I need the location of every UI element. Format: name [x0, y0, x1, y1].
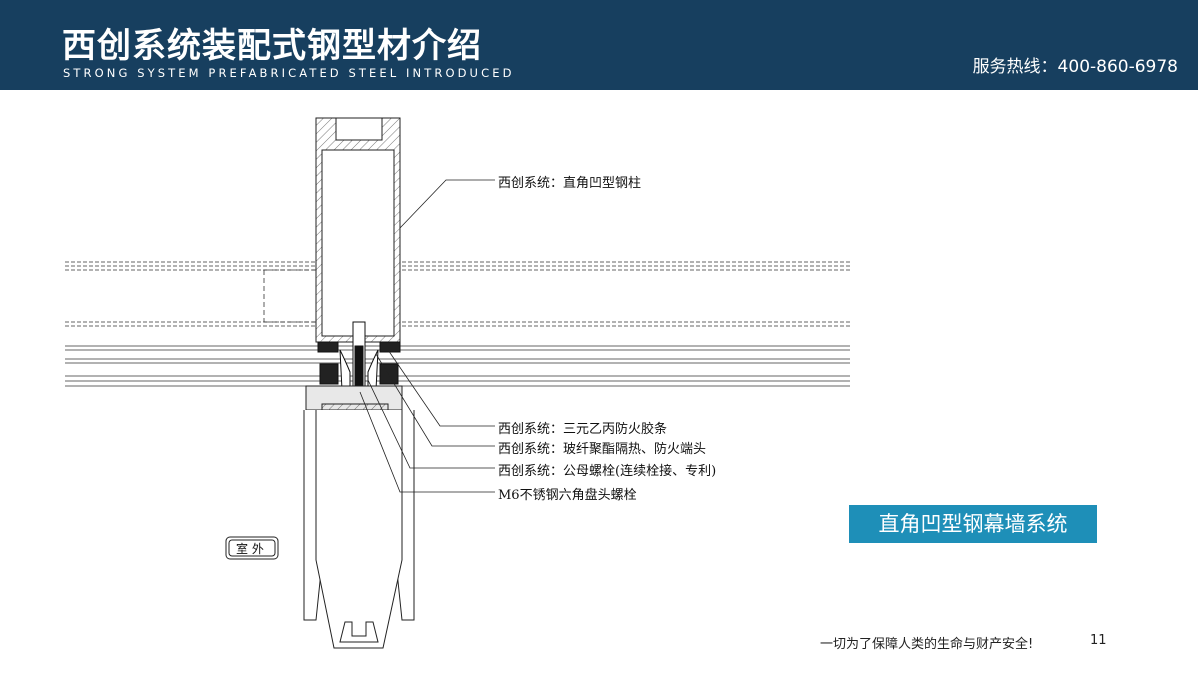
page-number: 11 — [1090, 633, 1107, 648]
footer-slogan: 一切为了保障人类的生命与财产安全! — [820, 637, 1034, 652]
label-column: 西创系统：直角凹型钢柱 — [498, 176, 642, 191]
label-m6-bolt: M6不锈钢六角盘头螺栓 — [498, 488, 637, 503]
steel-column — [315, 117, 401, 343]
cad-section-drawing — [65, 117, 850, 649]
horizontal-panel-lines — [65, 261, 850, 387]
mullion-profile — [303, 385, 415, 649]
system-name-badge: 直角凹型钢幕墙系统 — [849, 505, 1097, 543]
dashed-bracket — [263, 269, 316, 323]
page-subtitle: STRONG SYSTEM PREFABRICATED STEEL INTROD… — [63, 66, 515, 80]
page-title: 西创系统装配式钢型材介绍 — [62, 26, 482, 66]
connection-detail — [317, 321, 401, 393]
outdoor-tag: 室 外 — [236, 542, 264, 556]
label-gasket: 西创系统：三元乙丙防火胶条 — [498, 422, 668, 437]
label-fiberglass: 西创系统：玻纤聚酯隔热、防火端头 — [498, 442, 707, 457]
label-bolt: 西创系统：公母螺栓(连续栓接、专利) — [498, 464, 717, 479]
outdoor-tag-box — [225, 536, 279, 560]
header-bar: 西创系统装配式钢型材介绍 STRONG SYSTEM PREFABRICATED… — [0, 0, 1198, 90]
leader-lines — [359, 179, 495, 493]
hotline-text: 服务热线：400-860-6978 — [972, 57, 1178, 77]
